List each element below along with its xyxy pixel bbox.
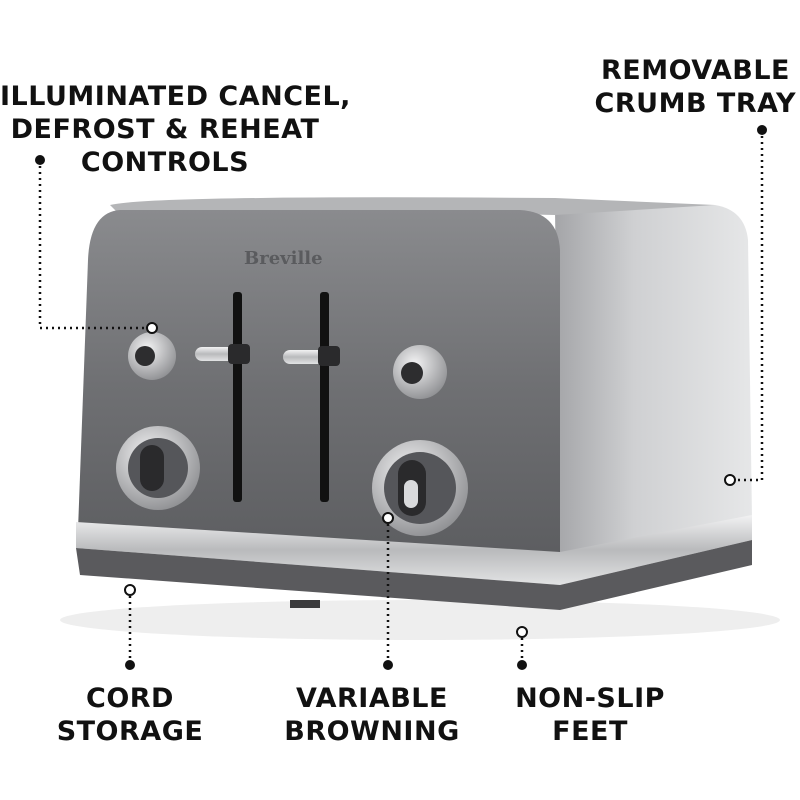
callout-line: NON-SLIP (515, 683, 665, 714)
leader-lines (38, 130, 764, 665)
callout-non-slip-feet: NON-SLIP FEET (500, 682, 680, 748)
callout-line: ILLUMINATED CANCEL, (0, 81, 351, 112)
callout-line: CRUMB TRAY (594, 88, 796, 119)
callout-line: CONTROLS (80, 147, 250, 178)
callout-line: CORD (86, 683, 174, 714)
callout-controls: ILLUMINATED CANCEL, DEFROST & REHEAT CON… (0, 80, 351, 179)
callout-line: BROWNING (284, 716, 460, 747)
callout-cord-storage: CORD STORAGE (40, 682, 220, 748)
callout-line: FEET (552, 716, 628, 747)
callout-crumb-tray: REMOVABLE CRUMB TRAY (590, 54, 800, 120)
callout-line: REMOVABLE (600, 55, 790, 86)
callout-variable-browning: VARIABLE BROWNING (272, 682, 472, 748)
brand-logo: Breville (244, 248, 323, 269)
toaster-base (76, 540, 752, 610)
chrome-band (76, 515, 752, 585)
callout-line: VARIABLE (296, 683, 448, 714)
callout-line: DEFROST & REHEAT (10, 114, 320, 145)
toaster-side-panel (555, 205, 752, 560)
callout-line: STORAGE (56, 716, 204, 747)
